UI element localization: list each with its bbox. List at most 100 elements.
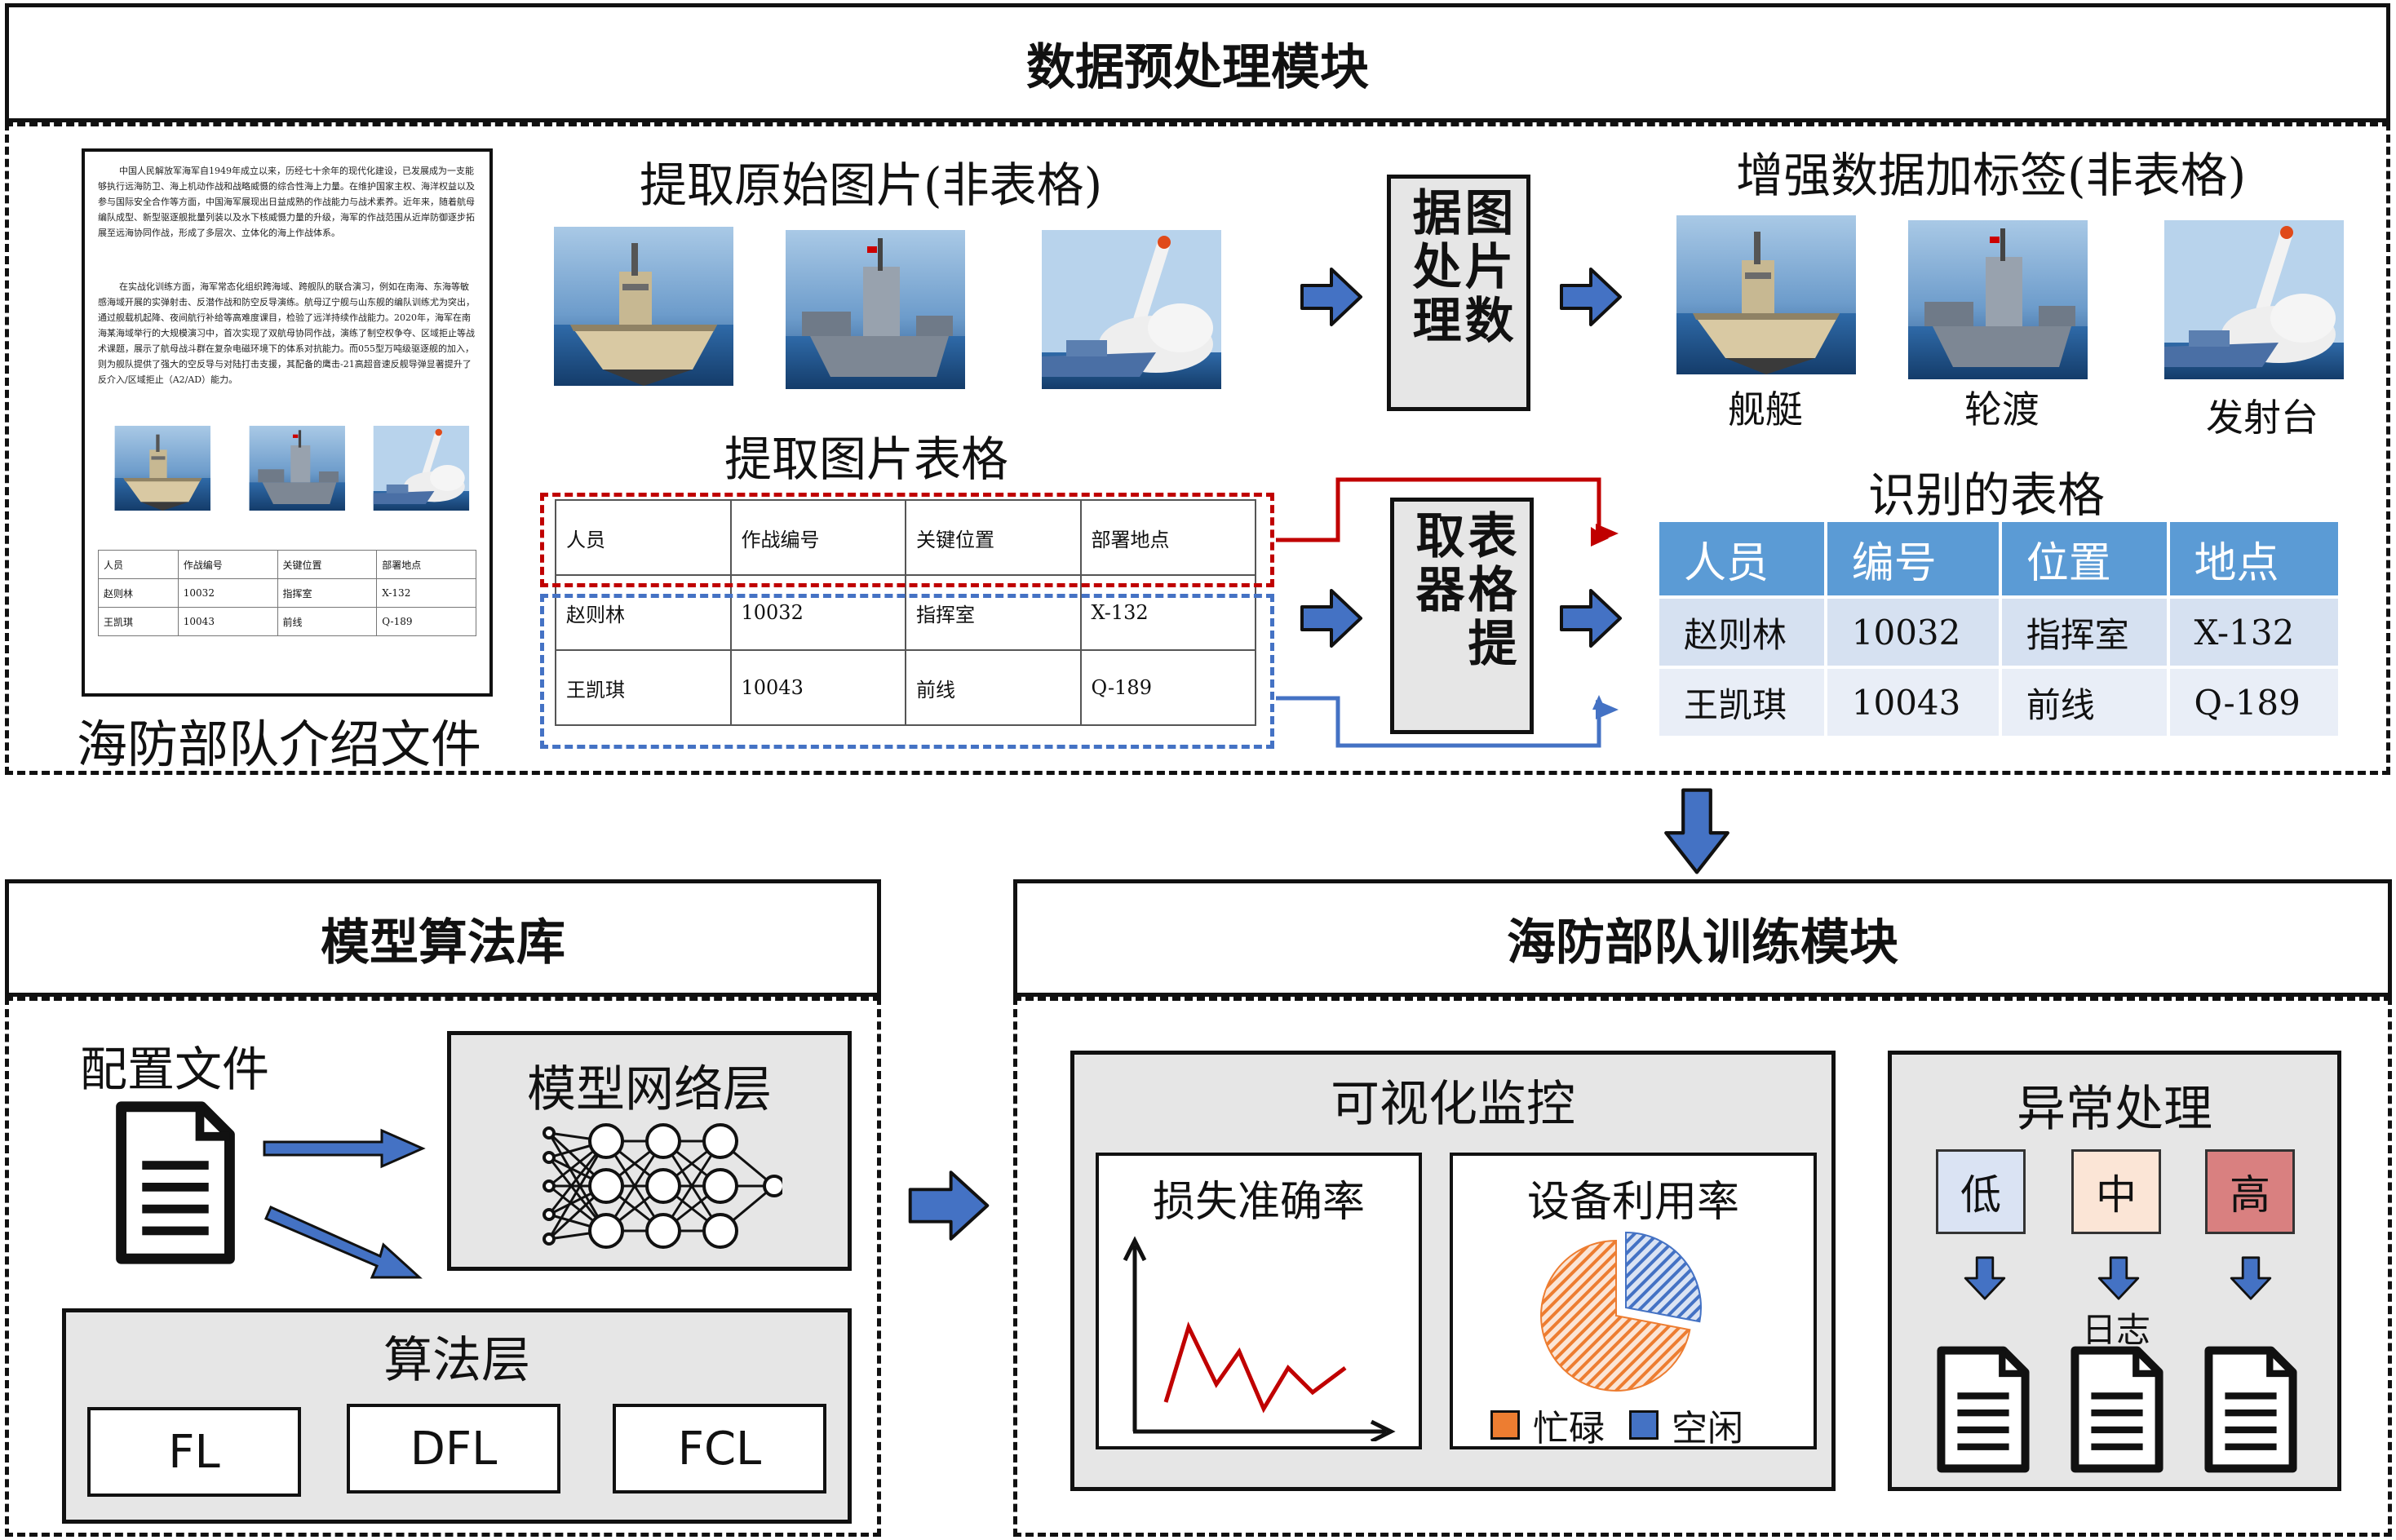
arrow-to-image-processor bbox=[1299, 264, 1364, 330]
augmented-title: 增强数据加标签(非表格) bbox=[1736, 148, 2247, 203]
preprocess-panel bbox=[5, 122, 2390, 775]
training-header: 海防部队训练模块 bbox=[1013, 879, 2392, 997]
nn-node bbox=[702, 1213, 738, 1249]
nn-node bbox=[543, 1179, 556, 1193]
arrow-from-image-processor bbox=[1558, 264, 1623, 330]
doc-table-cell: 部署地点 bbox=[376, 550, 476, 579]
doc-table-cell: 作战编号 bbox=[177, 550, 278, 579]
nn-node bbox=[702, 1168, 738, 1204]
pie-slice-busy bbox=[1540, 1239, 1691, 1392]
nn-node bbox=[543, 1126, 556, 1140]
level-low: 低 bbox=[1936, 1149, 2026, 1234]
doc-images bbox=[98, 426, 476, 511]
nn-node bbox=[588, 1168, 624, 1204]
algorithm-layer-label: 算法层 bbox=[383, 1332, 530, 1389]
augmented-image-carrier bbox=[1676, 215, 1857, 374]
recognized-title: 识别的表格 bbox=[1868, 467, 2106, 523]
loss-panel: 损失准确率 bbox=[1096, 1153, 1422, 1449]
busy-swatch bbox=[1490, 1410, 1520, 1440]
nn-node bbox=[763, 1175, 782, 1197]
network-layer-box: 模型网络层 bbox=[447, 1031, 852, 1271]
loss-panel-title: 损失准确率 bbox=[1152, 1178, 1365, 1227]
doc-table-cell: Q-189 bbox=[376, 607, 476, 636]
extracted-table-cell: Q-189 bbox=[1079, 649, 1256, 726]
arrow-library-to-training bbox=[908, 1170, 990, 1241]
log-doc-low bbox=[1934, 1345, 2032, 1474]
nn-node bbox=[645, 1213, 681, 1249]
extract-images-title: 提取原始图片(非表格) bbox=[640, 157, 1103, 213]
high-down-arrow bbox=[2228, 1255, 2274, 1301]
config-arrows bbox=[263, 1128, 426, 1279]
idle-swatch bbox=[1629, 1410, 1659, 1440]
nn-node bbox=[543, 1208, 556, 1221]
doc-image-launch bbox=[366, 426, 476, 511]
doc-table-cell: X-132 bbox=[376, 578, 476, 608]
document-page: 中国人民解放军海军自1949年成立以来，历经七十余年的现代化建设，已发展成为一支… bbox=[82, 148, 493, 697]
level-medium: 中 bbox=[2071, 1149, 2161, 1234]
recognized-cell: 前线 bbox=[2001, 669, 2167, 736]
low-down-arrow bbox=[1962, 1255, 2008, 1301]
device-panel-title: 设备利用率 bbox=[1526, 1178, 1739, 1227]
monitor-box: 可视化监控 损失准确率 设备利用率 忙碌 空闲 bbox=[1070, 1051, 1836, 1491]
doc-image-carrier bbox=[98, 426, 228, 511]
extracted-image-launch bbox=[1041, 230, 1222, 389]
doc-image-destroyer bbox=[233, 426, 362, 511]
blue-arrow-head bbox=[1596, 700, 1619, 719]
doc-caption: 海防部队介绍文件 bbox=[77, 715, 482, 774]
library-panel bbox=[5, 997, 881, 1537]
algo-fcl[interactable]: FCL bbox=[613, 1404, 826, 1494]
level-high: 高 bbox=[2205, 1149, 2295, 1234]
log-doc-medium bbox=[2068, 1345, 2166, 1474]
loss-chart bbox=[1123, 1236, 1396, 1441]
doc-table-row: 人员作战编号关键位置部署地点 bbox=[98, 550, 476, 579]
library-title: 模型算法库 bbox=[321, 914, 565, 971]
nn-node bbox=[645, 1168, 681, 1204]
recognized-header-row: 人员编号位置地点 bbox=[1659, 522, 2338, 595]
recognized-header-cell: 编号 bbox=[1827, 522, 1999, 595]
pie-slice-idle bbox=[1625, 1231, 1702, 1323]
nn-node bbox=[702, 1123, 738, 1159]
pie-legend: 忙碌 空闲 bbox=[1490, 1399, 1743, 1451]
doc-table-cell: 赵则林 bbox=[98, 578, 179, 608]
exception-box: 异常处理 低 中 高 日志 bbox=[1888, 1051, 2341, 1491]
nn-node bbox=[588, 1123, 624, 1159]
extracted-table-cell: 前线 bbox=[905, 649, 1082, 726]
device-panel: 设备利用率 忙碌 空闲 bbox=[1450, 1153, 1817, 1449]
recognized-cell: 10043 bbox=[1827, 669, 1999, 736]
recognized-cell: 指挥室 bbox=[2001, 599, 2167, 666]
doc-table-cell: 关键位置 bbox=[277, 550, 378, 579]
augmented-image-destroyer bbox=[1907, 220, 2088, 379]
augmented-image-launch bbox=[2163, 220, 2345, 379]
doc-paragraph-1: 中国人民解放军海军自1949年成立以来，历经七十余年的现代化建设，已发展成为一支… bbox=[98, 166, 475, 238]
monitor-title: 可视化监控 bbox=[1331, 1076, 1575, 1133]
library-header: 模型算法库 bbox=[5, 879, 881, 997]
algo-dfl[interactable]: DFL bbox=[347, 1404, 560, 1494]
table-extractor-box: 表格提取器 bbox=[1390, 498, 1534, 734]
extracted-table-row: 人员作战编号关键位置部署地点 bbox=[555, 499, 1256, 576]
algo-fl[interactable]: FL bbox=[87, 1407, 301, 1497]
label-ferry: 轮渡 bbox=[1964, 387, 2039, 431]
network-layer-label: 模型网络层 bbox=[527, 1061, 772, 1118]
training-panel bbox=[1013, 997, 2392, 1537]
training-title: 海防部队训练模块 bbox=[1507, 914, 1898, 971]
extracted-table-cell: 10043 bbox=[729, 649, 906, 726]
preprocess-header: 数据预处理模块 bbox=[5, 3, 2390, 122]
recognized-header-cell: 地点 bbox=[2169, 522, 2338, 595]
extract-table-title: 提取图片表格 bbox=[724, 431, 1009, 487]
nn-node bbox=[543, 1151, 556, 1164]
extracted-table-cell: 作战编号 bbox=[729, 499, 906, 576]
nn-node bbox=[645, 1123, 681, 1159]
neural-network-icon bbox=[543, 1123, 782, 1249]
recognized-cell: 赵则林 bbox=[1659, 599, 1824, 666]
recognized-cell: Q-189 bbox=[2169, 669, 2338, 736]
doc-table-cell: 10043 bbox=[177, 607, 278, 636]
red-arrow-head bbox=[1596, 524, 1619, 543]
nn-node bbox=[588, 1213, 624, 1249]
